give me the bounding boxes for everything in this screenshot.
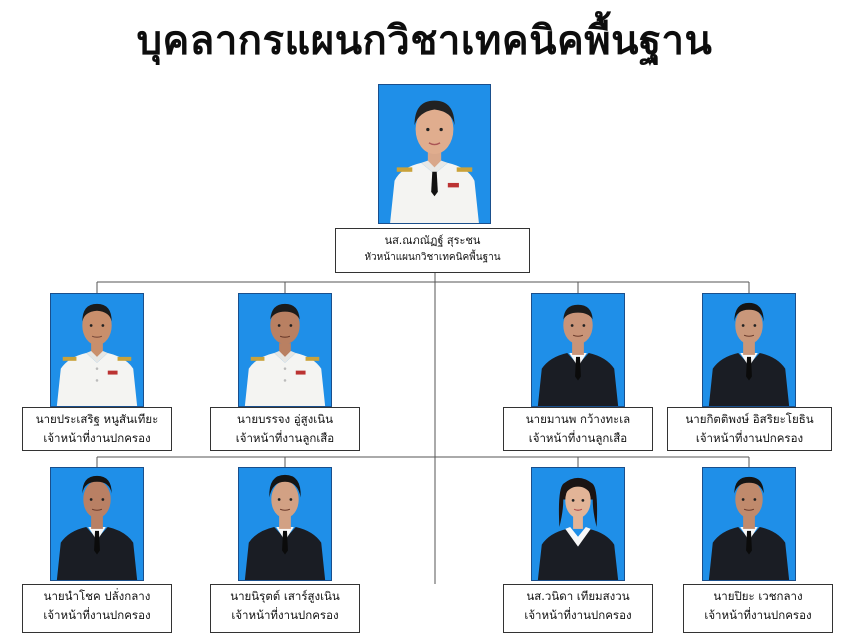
- staff-role-2: เจ้าหน้าที่งานลูกเสือ: [235, 431, 335, 445]
- staff-name-6: นายนิรุตต์ เสาร์สูงเนิน: [230, 589, 340, 603]
- staff-name-box-6: นายนิรุตต์ เสาร์สูงเนิน เจ้าหน้าที่งานปก…: [210, 584, 360, 633]
- staff-name-box-4: นายกิตติพงษ์ อิสริยะโยธิน เจ้าหน้าที่งาน…: [667, 407, 832, 451]
- staff-name-box-8: นายปิยะ เวชกลาง เจ้าหน้าที่งานปกครอง: [683, 584, 833, 633]
- staff-photo-1: [50, 293, 144, 407]
- staff-name-4: นายกิตติพงษ์ อิสริยะโยธิน: [685, 412, 814, 426]
- staff-role-8: เจ้าหน้าที่งานปกครอง: [704, 608, 812, 622]
- staff-name-box-2: นายบรรจง อู่สูงเนิน เจ้าหน้าที่งานลูกเสื…: [210, 407, 360, 451]
- staff-photo-8: [702, 467, 796, 581]
- staff-photo-7: [531, 467, 625, 581]
- head-role: หัวหน้าแผนกวิชาเทคนิคพื้นฐาน: [364, 252, 501, 263]
- staff-name-box-3: นายมานพ กว้างทะเล เจ้าหน้าที่งานลูกเสือ: [503, 407, 653, 451]
- staff-photo-4: [702, 293, 796, 407]
- staff-name-5: นายนำโชค ปลั่งกลาง: [43, 589, 151, 603]
- staff-name-box-5: นายนำโชค ปลั่งกลาง เจ้าหน้าที่งานปกครอง: [22, 584, 172, 633]
- head-name-box: นส.ณภณัฏฐ์ สุระชน หัวหน้าแผนกวิชาเทคนิคพ…: [335, 228, 530, 273]
- staff-role-4: เจ้าหน้าที่งานปกครอง: [695, 431, 804, 445]
- staff-name-1: นายประเสริฐ หนูสันเทียะ: [35, 412, 159, 426]
- head-name: นส.ณภณัฏฐ์ สุระชน: [384, 234, 481, 247]
- staff-photo-3: [531, 293, 625, 407]
- staff-photo-5: [50, 467, 144, 581]
- staff-role-1: เจ้าหน้าที่งานปกครอง: [43, 431, 151, 445]
- staff-photo-6: [238, 467, 332, 581]
- staff-role-6: เจ้าหน้าที่งานปกครอง: [231, 608, 339, 622]
- staff-name-7: นส.วนิดา เทียมสงวน: [526, 589, 630, 603]
- page-title: บุคลากรแผนกวิชาเทคนิคพื้นฐาน: [136, 18, 713, 64]
- staff-name-box-7: นส.วนิดา เทียมสงวน เจ้าหน้าที่งานปกครอง: [503, 584, 653, 633]
- staff-name-8: นายปิยะ เวชกลาง: [713, 589, 803, 603]
- staff-role-3: เจ้าหน้าที่งานลูกเสือ: [528, 431, 628, 445]
- staff-name-3: นายมานพ กว้างทะเล: [525, 412, 631, 426]
- head-photo: [378, 84, 491, 224]
- staff-role-5: เจ้าหน้าที่งานปกครอง: [43, 608, 151, 622]
- staff-role-7: เจ้าหน้าที่งานปกครอง: [524, 608, 632, 622]
- staff-photo-2: [238, 293, 332, 407]
- staff-name-box-1: นายประเสริฐ หนูสันเทียะ เจ้าหน้าที่งานปก…: [22, 407, 172, 451]
- staff-name-2: นายบรรจง อู่สูงเนิน: [237, 412, 333, 426]
